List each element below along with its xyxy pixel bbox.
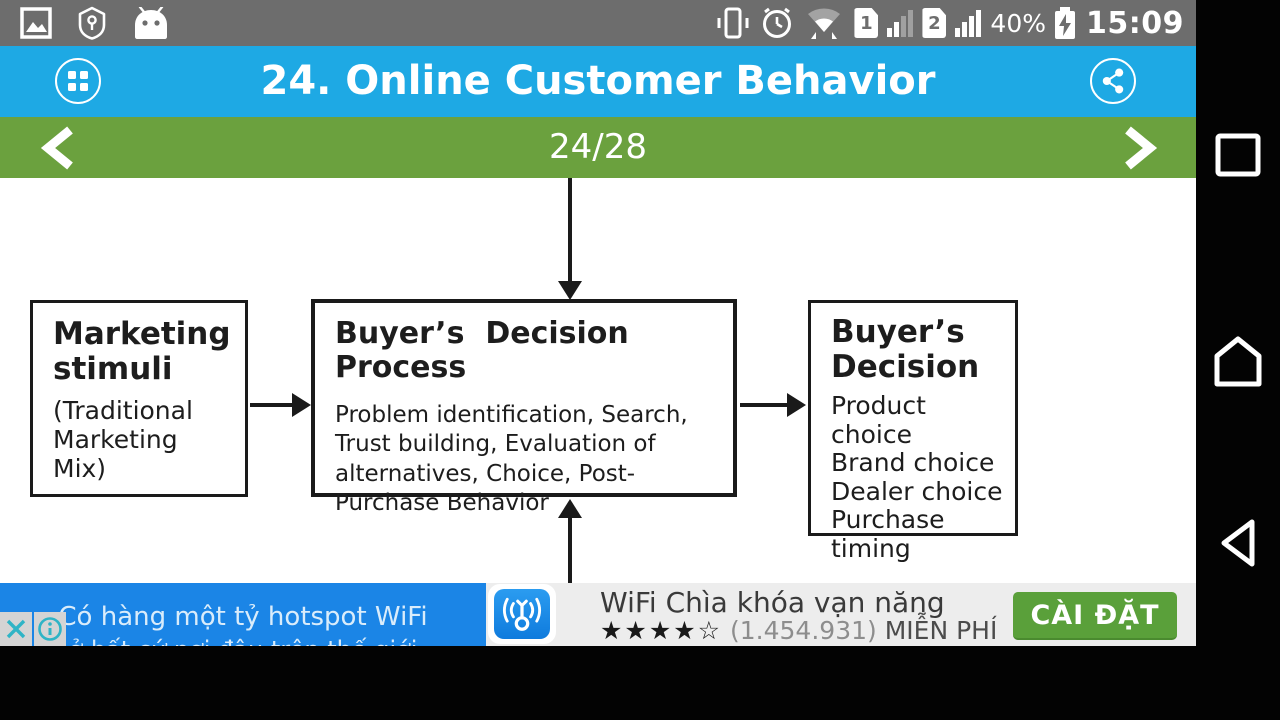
info-icon: [38, 617, 62, 641]
recents-button[interactable]: [1196, 131, 1280, 179]
sim2-icon: 2: [922, 8, 947, 38]
page-title: 24. Online Customer Behavior: [260, 58, 936, 104]
android-icon: [132, 7, 170, 39]
box1-title: Marketing stimuli: [53, 316, 231, 387]
page-counter: 24/28: [549, 127, 647, 167]
back-button[interactable]: [1196, 517, 1280, 569]
price-label: MIỄN PHÍ: [884, 616, 998, 645]
install-button[interactable]: CÀI ĐẶT: [1013, 592, 1177, 640]
bottom-bar: [0, 646, 1280, 720]
arrow-top: [568, 178, 572, 284]
ad-headline: Có hàng một tỷ hotspot WiFi: [58, 602, 428, 632]
arrowhead-down: [558, 281, 582, 300]
pager-bar: 24/28: [0, 117, 1196, 178]
arrowhead-right-1: [292, 393, 311, 417]
close-icon: [6, 619, 26, 639]
signal2-icon: [955, 9, 982, 37]
android-nav-bar: [1196, 0, 1280, 720]
ad-banner[interactable]: Có hàng một tỷ hotspot WiFi ở bất cứ nơi…: [0, 583, 1196, 646]
share-icon: [1102, 68, 1124, 94]
home-icon: [1214, 336, 1262, 387]
grid-dots-icon: [68, 71, 88, 91]
menu-button[interactable]: [55, 58, 101, 104]
rating-stars: ★★★★☆: [600, 616, 723, 645]
status-notifications: [0, 6, 170, 40]
arrow-2-3: [740, 403, 790, 407]
box1-body: (Traditional Marketing Mix): [53, 396, 193, 484]
clock-text: 15:09: [1086, 5, 1184, 41]
ad-info-button[interactable]: [34, 612, 66, 646]
alarm-icon: [760, 6, 794, 40]
home-button[interactable]: [1196, 334, 1280, 388]
box3-body: Product choice Brand choice Dealer choic…: [831, 391, 1003, 563]
box2-title: Buyer’s Decision Process: [335, 316, 640, 385]
rating-count: (1.454.931): [730, 616, 877, 645]
wifi-key-icon: [494, 589, 550, 639]
arrowhead-up: [558, 499, 582, 518]
arrow-bottom: [568, 516, 572, 583]
app-header: 24. Online Customer Behavior: [0, 46, 1196, 117]
gallery-icon: [20, 7, 52, 39]
sim1-icon: 1: [854, 8, 879, 38]
status-bar: 1 2 40% 15:09: [0, 0, 1196, 46]
ad-rating-row: ★★★★☆ (1.454.931) MIỄN PHÍ: [600, 616, 997, 645]
recents-icon: [1215, 133, 1261, 177]
box-marketing-stimuli: Marketing stimuli (Traditional Marketing…: [30, 300, 248, 497]
next-slide-button[interactable]: [1116, 124, 1162, 172]
ad-text-panel[interactable]: Có hàng một tỷ hotspot WiFi ở bất cứ nơi…: [0, 583, 486, 646]
ad-close-button[interactable]: [0, 612, 32, 646]
arrowhead-right-2: [787, 393, 806, 417]
vibrate-icon: [715, 6, 751, 40]
battery-charging-icon: [1055, 7, 1075, 39]
slide-content: Marketing stimuli (Traditional Marketing…: [0, 178, 1196, 583]
box-decision-process: Buyer’s Decision Process Problem identif…: [311, 299, 737, 516]
box2-body: Problem identification, Search, Trust bu…: [335, 402, 688, 516]
box3-title: Buyer’s Decision: [831, 314, 980, 385]
share-button[interactable]: [1090, 58, 1136, 104]
shield-icon: [76, 6, 108, 40]
back-icon: [1221, 519, 1255, 567]
chevron-left-icon: [40, 126, 73, 170]
ad-app-title: WiFi Chìa khóa vạn năng: [600, 586, 945, 619]
wifi-icon: [803, 6, 845, 40]
arrow-1-2: [250, 403, 295, 407]
chevron-right-icon: [1125, 126, 1158, 170]
status-system: 1 2 40% 15:09: [715, 6, 1196, 41]
ad-app-icon[interactable]: [488, 584, 556, 644]
battery-percent: 40%: [990, 8, 1046, 38]
prev-slide-button[interactable]: [36, 124, 82, 172]
ad-subline: ở bất cứ nơi đâu trên thế giới: [0, 636, 486, 646]
box-buyers-decision: Buyer’s Decision Product choice Brand ch…: [808, 300, 1018, 563]
signal1-icon: [887, 9, 914, 37]
